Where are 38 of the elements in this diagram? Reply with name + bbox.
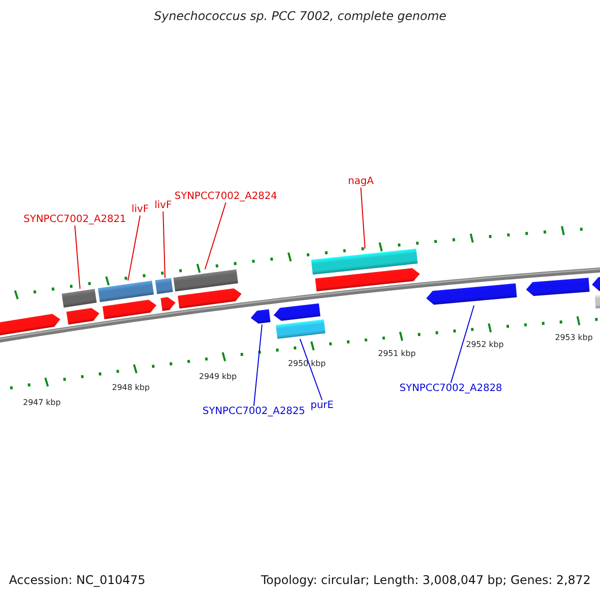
gene-feature — [160, 297, 176, 311]
gene-feature — [250, 309, 270, 324]
gene-feature — [315, 268, 420, 292]
gene-label: SYNPCC7002_A2828 — [400, 383, 502, 394]
gene-feature — [0, 314, 60, 338]
protein-bar — [62, 288, 97, 308]
scale-label: 2949 kbp — [199, 372, 237, 381]
leader-line — [450, 304, 474, 384]
leader-line — [253, 324, 262, 406]
gene-label: purE — [310, 400, 334, 412]
gene-feature — [66, 308, 100, 325]
gene-feature — [102, 300, 156, 320]
protein-bar — [155, 278, 173, 294]
gene-feature — [274, 303, 320, 321]
gene-label: livF — [132, 204, 149, 216]
scale-label: 2947 kbp — [23, 398, 61, 407]
footer-text: Accession: NC_010475 — [9, 574, 146, 588]
gene-feature — [426, 283, 517, 305]
gene-label: SYNPCC7002_A2825 — [202, 406, 306, 418]
scale-label: 2951 kbp — [378, 348, 416, 358]
scale-label: 2950 kbp — [288, 358, 326, 368]
gene-label: SYNPCC7002_A2824 — [174, 191, 278, 202]
footer-text: Topology: circular; Length: 3,008,047 bp; Genes: 2,872 — [261, 574, 591, 588]
leader-line — [128, 215, 141, 282]
scale-label: 2952 kbp — [466, 340, 504, 349]
protein-bar — [311, 248, 418, 275]
leader-line — [162, 211, 166, 278]
gene-label: SYNPCC7002_A2821 — [24, 214, 126, 226]
protein-bar — [276, 319, 326, 339]
leader-line — [360, 187, 366, 250]
scale-label: 2948 kbp — [112, 382, 150, 392]
gene-label: nagA — [348, 176, 374, 188]
title: Synechococcus sp. PCC 7002, complete genome — [154, 10, 446, 24]
gene-label: livF — [154, 200, 172, 212]
protein-bar — [594, 293, 600, 308]
leader-line — [300, 338, 323, 400]
gene-feature — [178, 288, 242, 309]
scale-label: 2953 kbp — [555, 332, 593, 342]
